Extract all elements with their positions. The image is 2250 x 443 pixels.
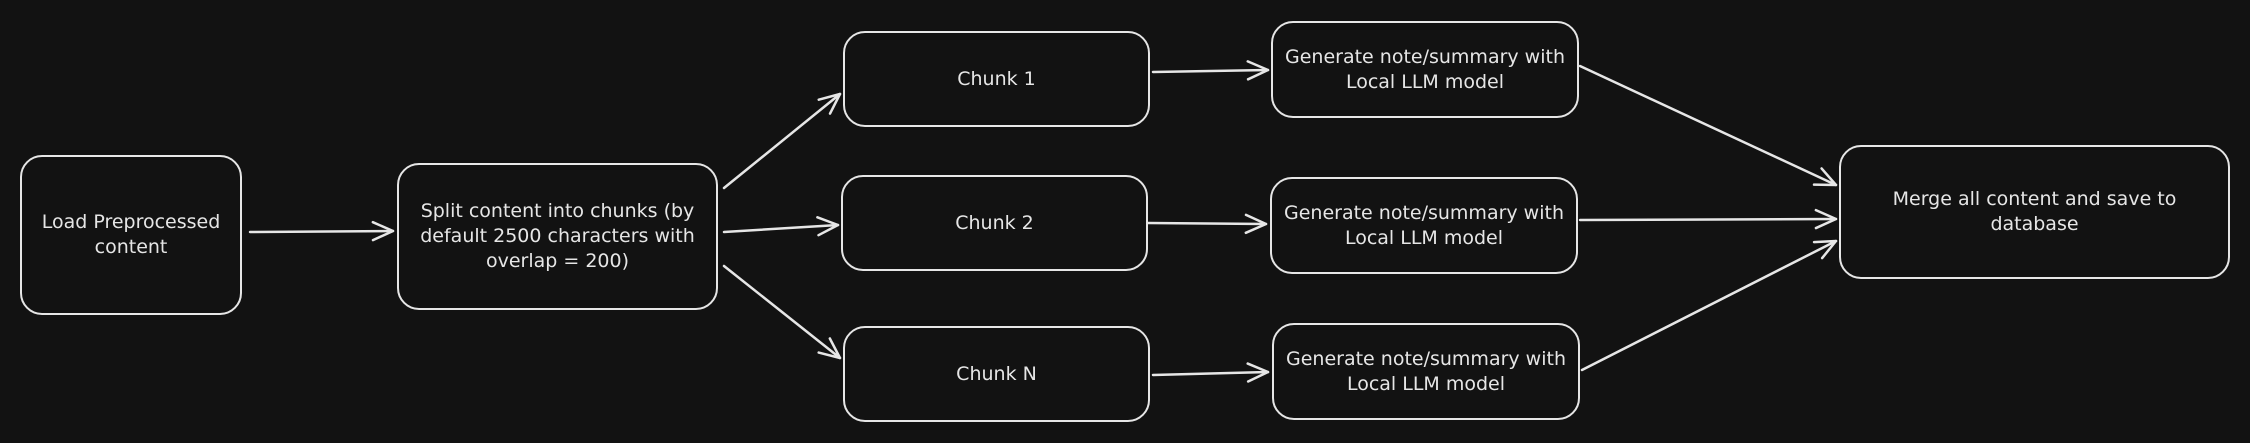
arrow-gen3-to-merge <box>1580 239 1838 372</box>
generate-summary-label-3: Generate note/summary with Local LLM mod… <box>1286 347 1566 395</box>
split-content-node: Split content into chunks (by default 25… <box>397 163 718 310</box>
chunk-1-label: Chunk 1 <box>957 67 1036 90</box>
load-node-label: Load Preprocessed content <box>41 211 221 258</box>
merge-and-save-node: Merge all content and save to database <box>1839 145 2230 279</box>
arrow-shaft <box>722 223 840 234</box>
chunk-2-node: Chunk 2 <box>841 175 1148 271</box>
generate-summary-node-1: Generate note/summary with Local LLM mod… <box>1271 21 1579 118</box>
arrow-head <box>817 337 842 360</box>
arrow-gen1-to-merge <box>1578 64 1838 187</box>
arrow-shaft <box>1580 239 1838 372</box>
arrow-head <box>1812 239 1838 260</box>
arrow-chunk2-to-gen2 <box>1146 213 1268 235</box>
arrow-gen2-to-merge <box>1578 208 1838 230</box>
arrow-split-to-chunk2 <box>722 216 840 237</box>
arrow-head <box>817 92 842 115</box>
arrow-shaft <box>722 92 842 190</box>
arrow-split-to-chunkN <box>722 264 842 360</box>
arrow-split-to-chunk1 <box>722 92 842 190</box>
chunk-n-label: Chunk N <box>956 362 1037 385</box>
arrow-head <box>371 220 395 242</box>
generate-summary-node-2: Generate note/summary with Local LLM mod… <box>1270 177 1578 274</box>
merge-node-label: Merge all content and save to database <box>1892 188 2177 235</box>
arrow-shaft <box>1578 64 1838 187</box>
chunk-2-label: Chunk 2 <box>955 211 1034 234</box>
load-preprocessed-content-node: Load Preprocessed content <box>20 155 242 315</box>
chunk-1-node: Chunk 1 <box>843 31 1150 127</box>
arrow-head <box>1246 362 1270 383</box>
arrow-head <box>816 216 840 237</box>
arrow-shaft <box>1146 221 1268 226</box>
arrow-head <box>1246 60 1270 81</box>
chunk-n-node: Chunk N <box>843 326 1150 422</box>
arrow-shaft <box>248 229 395 234</box>
arrow-shaft <box>722 264 842 360</box>
arrow-chunkN-to-gen3 <box>1151 362 1270 383</box>
arrow-shaft <box>1151 370 1270 377</box>
arrow-shaft <box>1578 217 1838 222</box>
arrow-chunk1-to-gen1 <box>1151 60 1270 81</box>
arrow-shaft <box>1151 68 1270 74</box>
arrow-head <box>1812 167 1838 187</box>
arrow-load-to-split <box>248 220 395 242</box>
generate-summary-label-2: Generate note/summary with Local LLM mod… <box>1284 201 1564 249</box>
arrow-head <box>1814 208 1838 230</box>
generate-summary-label-1: Generate note/summary with Local LLM mod… <box>1285 45 1565 93</box>
arrow-head <box>1244 213 1268 235</box>
generate-summary-node-3: Generate note/summary with Local LLM mod… <box>1272 323 1580 420</box>
split-node-label: Split content into chunks (by default 25… <box>420 200 695 272</box>
edge-group <box>248 60 1838 383</box>
